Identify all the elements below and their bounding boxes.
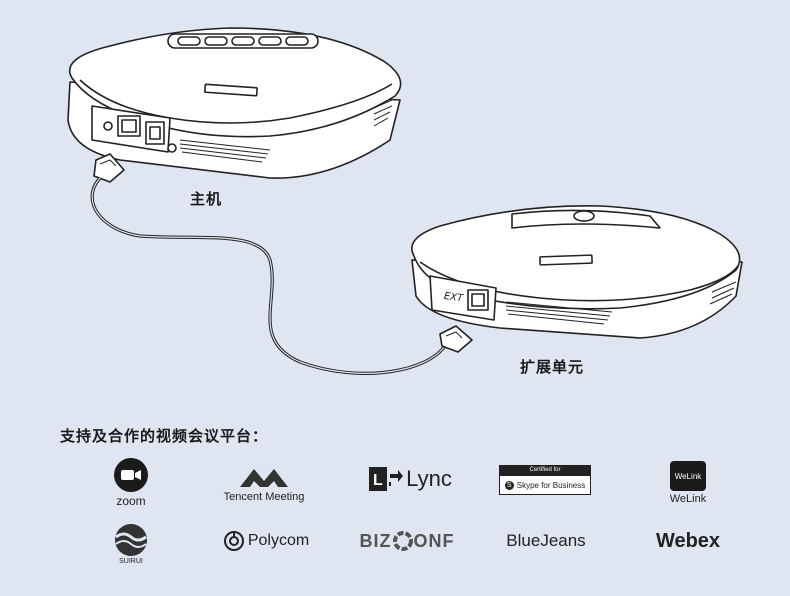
bluejeans-label: BlueJeans xyxy=(506,531,586,550)
connection-cable xyxy=(90,176,448,375)
zoom-logo: zoom xyxy=(96,455,166,511)
skype-for-business-logo: Certified for S Skype for Business xyxy=(498,464,592,496)
skype-icon: S xyxy=(504,480,514,490)
suirui-logo: SUIRUI xyxy=(100,518,162,570)
suirui-label: SUIRUI xyxy=(119,558,143,565)
suirui-icon xyxy=(115,524,147,556)
bizconf-icon xyxy=(392,531,413,551)
polycom-logo: Polycom xyxy=(218,528,314,554)
webex-logo: Webex xyxy=(648,526,728,556)
tencent-meeting-icon xyxy=(240,469,288,487)
platforms-heading: 支持及合作的视频会议平台： xyxy=(60,427,269,445)
polycom-icon xyxy=(223,531,244,551)
bizconf-label-right: ONF xyxy=(413,530,455,551)
skype-certified-banner: Certified for xyxy=(499,465,591,475)
zoom-label: zoom xyxy=(116,494,146,508)
skype-business-label: Skype for Business xyxy=(516,480,586,490)
expansion-unit-label: 扩展单元 xyxy=(520,358,585,376)
tencent-meeting-logo: Tencent Meeting xyxy=(214,460,314,508)
skype-business-box: S Skype for Business xyxy=(499,475,591,495)
tencent-meeting-label: Tencent Meeting xyxy=(223,491,305,503)
lync-icon: L xyxy=(369,467,404,491)
welink-logo: WeLink WeLink xyxy=(656,456,720,510)
svg-text:L: L xyxy=(373,472,383,489)
main-unit-label: 主机 xyxy=(190,190,223,208)
webex-label: Webex xyxy=(655,529,721,552)
welink-badge: WeLink xyxy=(670,461,706,491)
main-unit-device xyxy=(67,27,402,183)
bizconf-logo: BIZ ONF xyxy=(358,528,456,554)
ext-port-label: EXT xyxy=(443,291,465,305)
welink-label: WeLink xyxy=(669,493,707,505)
polycom-label: Polycom xyxy=(247,532,310,549)
zoom-icon xyxy=(114,458,148,492)
lync-label: Lync xyxy=(406,466,452,491)
expansion-unit-device xyxy=(411,205,743,353)
lync-logo: L Lync xyxy=(360,462,460,496)
bizconf-label-left: BIZ xyxy=(359,530,392,551)
bluejeans-logo: BlueJeans xyxy=(500,528,592,554)
